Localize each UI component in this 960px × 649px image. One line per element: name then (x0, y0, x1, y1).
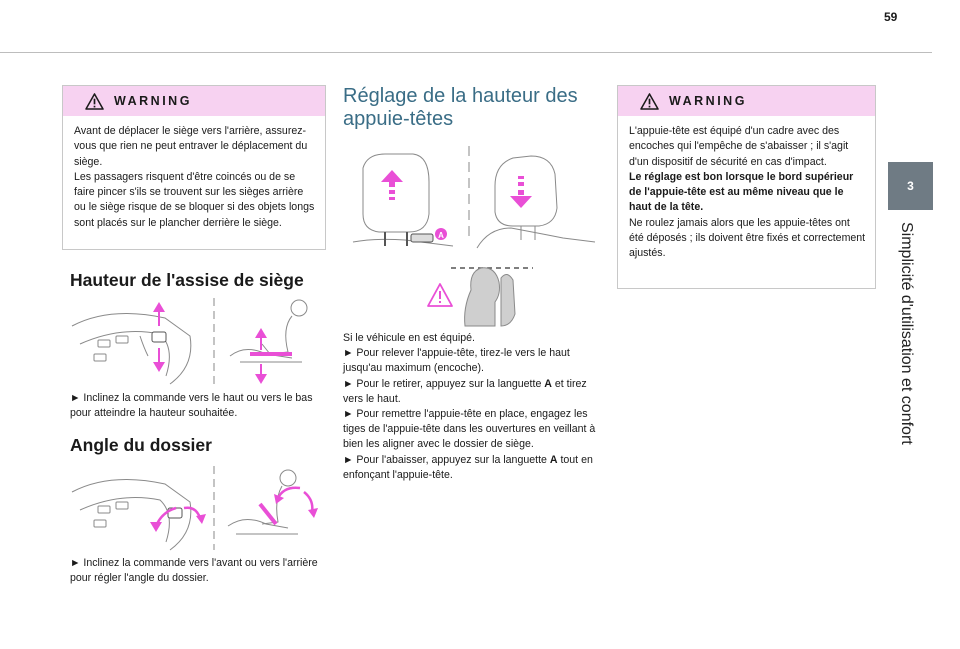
headrest-adjustment-illustration: A (352, 146, 596, 327)
backrest-angle-illustration (71, 466, 318, 551)
warning-paragraph-bold: Le réglage est bon lorsque le bord supér… (629, 170, 854, 214)
chapter-tab[interactable]: 3 (888, 162, 933, 210)
headrest-intro: Si le véhicule en est équipé. (343, 332, 475, 344)
warning-paragraph: Avant de déplacer le siège vers l'arrièr… (74, 125, 308, 168)
warning-box-headrest: WARNING L'appuie-tête est équipé d'un ca… (617, 85, 876, 289)
headrest-step-raise: ► Pour relever l'appuie-tête, tirez-le v… (343, 347, 570, 375)
warning-header: WARNING (63, 86, 325, 116)
warning-triangle-icon (85, 92, 104, 110)
warning-body: L'appuie-tête est équipé d'un cadre avec… (618, 116, 875, 270)
section-title-seat-height: Hauteur de l'assise de siège (70, 270, 304, 290)
warning-paragraph: Les passagers risquent d'être coincés ou… (74, 170, 315, 229)
warning-title: WARNING (114, 94, 192, 108)
warning-triangle-icon (640, 92, 659, 110)
warning-paragraph: Ne roulez jamais alors que les appuie-tê… (629, 216, 866, 260)
section-title-headrest: Réglage de la hauteur des appuie-têtes (343, 85, 578, 130)
warning-body: Avant de déplacer le siège vers l'arrièr… (63, 116, 325, 239)
header-divider (0, 52, 932, 53)
seat-height-instruction: ► Inclinez la commande vers le haut ou v… (70, 392, 313, 420)
chapter-title: Simplicité d'utilisation et confort (878, 222, 934, 445)
seat-height-illustration (71, 298, 308, 385)
warning-paragraph: L'appuie-tête est équipé d'un cadre avec… (629, 125, 849, 168)
headrest-step-remove: ► Pour le retirer, appuyez sur la langue… (343, 377, 587, 405)
headrest-tab-label: A (438, 231, 444, 240)
warning-title: WARNING (669, 94, 747, 108)
headrest-instructions: Si le véhicule en est équipé. ► Pour rel… (343, 331, 605, 483)
backrest-instruction: ► Inclinez la commande vers l'avant ou v… (70, 557, 318, 585)
warning-header: WARNING (618, 86, 875, 116)
section-title-backrest: Angle du dossier (70, 435, 212, 455)
warning-box-seat-move: WARNING Avant de déplacer le siège vers … (62, 85, 326, 250)
headrest-step-lower: ► Pour l'abaisser, appuyez sur la langue… (343, 453, 593, 481)
headrest-step-refit: ► Pour remettre l'appuie-tête en place, … (343, 408, 596, 451)
chapter-title-text: Simplicité d'utilisation et confort (898, 222, 915, 445)
page-number: 59 (884, 10, 898, 24)
